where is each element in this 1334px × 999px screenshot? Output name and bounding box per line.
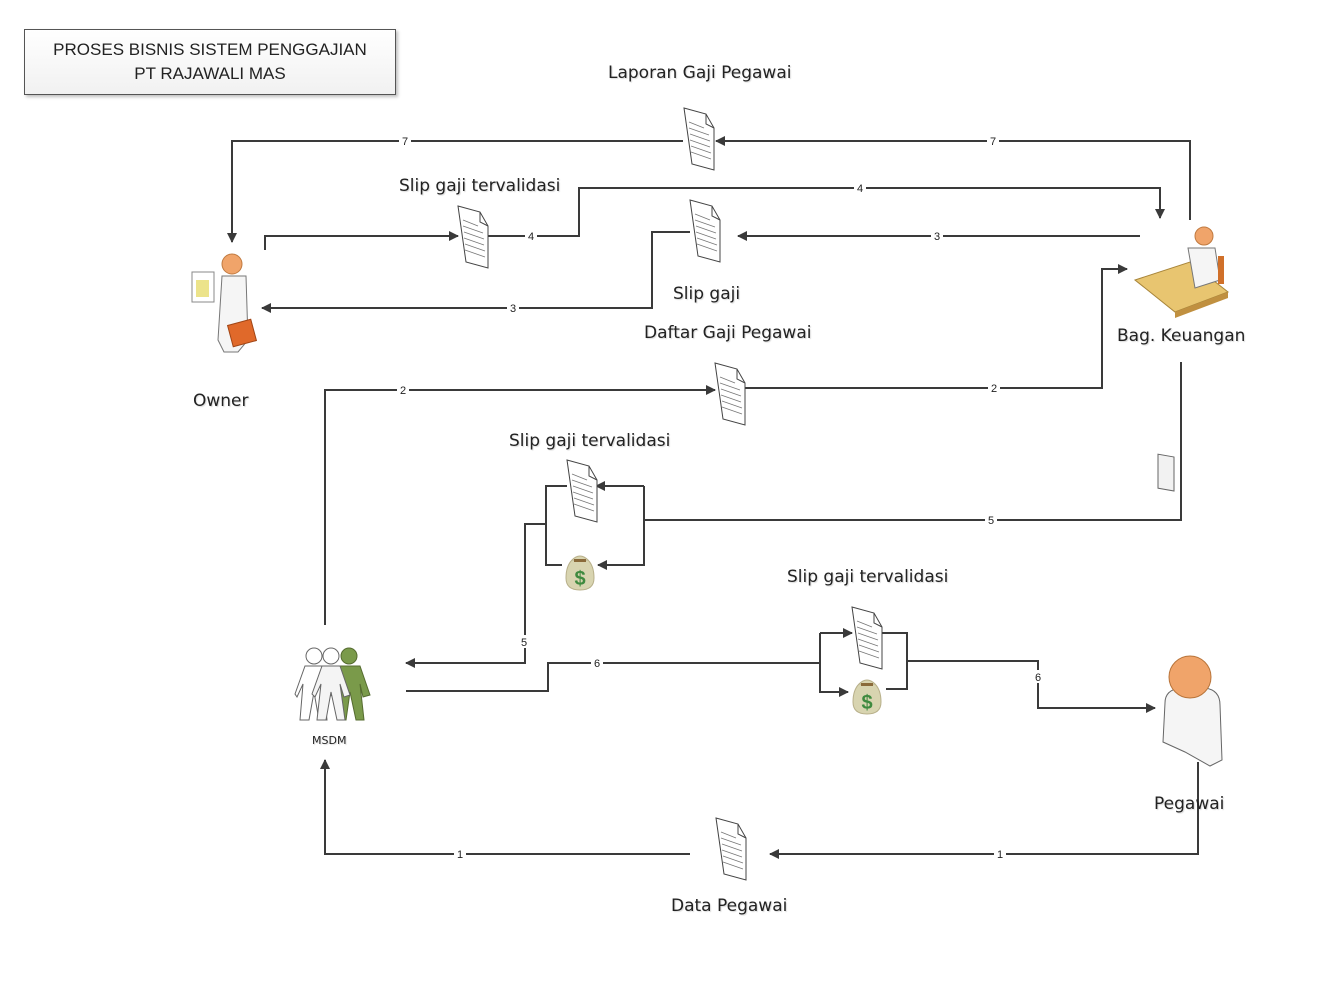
document-icon-data-pegawai [715, 817, 747, 881]
step-label-1b: 1 [997, 849, 1003, 861]
label-daftar-gaji: Daftar Gaji Pegawai [644, 323, 812, 343]
step-label-6b: 6 [1035, 672, 1041, 684]
document-icon-slip-valid-top [457, 205, 489, 269]
flow-4-line-b [487, 187, 1165, 237]
title-line-2: PT RAJAWALI MAS [134, 64, 286, 83]
label-pegawai: Pegawai [1154, 794, 1225, 814]
step-label-2b: 2 [991, 383, 997, 395]
document-icon-slip-valid-mid [566, 459, 598, 523]
label-owner: Owner [193, 391, 249, 411]
flow-5-line-e [405, 523, 546, 668]
keuangan-actor-icon [1133, 226, 1230, 492]
step-label-2a: 2 [400, 385, 406, 397]
step-label-4b: 4 [528, 231, 534, 243]
step-label-4a: 4 [857, 183, 863, 195]
flow-2-line-a [324, 385, 716, 625]
step-label-6a: 6 [594, 658, 600, 670]
flow-1-line-b [320, 759, 690, 855]
label-slip-valid-bottom: Slip gaji tervalidasi [787, 567, 949, 587]
flow-5-line-b [597, 486, 645, 570]
flow-6-line-a [406, 662, 820, 692]
label-slip-valid-top: Slip gaji tervalidasi [399, 176, 561, 196]
money-bag-icon-mid [565, 555, 595, 591]
flow-6-line-e [907, 660, 1156, 713]
flow-3-line-b [261, 231, 690, 313]
flow-7-line-a [715, 136, 1191, 220]
step-label-3b: 3 [510, 303, 516, 315]
label-data-pegawai: Data Pegawai [671, 896, 788, 916]
step-label-7b: 7 [990, 136, 996, 148]
title-line-1: PROSES BISNIS SISTEM PENGGAJIAN [53, 40, 367, 59]
step-label-5b: 5 [521, 637, 527, 649]
diagram-title: PROSES BISNIS SISTEM PENGGAJIAN PT RAJAW… [24, 29, 396, 95]
flow-5-line-d [545, 485, 567, 566]
step-label-1a: 1 [457, 849, 463, 861]
flow-6-line-d [880, 632, 908, 690]
document-icon-laporan [683, 107, 715, 171]
flow-5-line-a [644, 362, 1182, 521]
money-bag-icon-bottom [852, 679, 882, 715]
step-label-5a: 5 [988, 515, 994, 527]
step-label-3a: 3 [934, 231, 940, 243]
flow-6-line-b [819, 633, 849, 697]
document-icon-slip-gaji [689, 199, 721, 263]
flow-4-line-a [264, 231, 459, 250]
msdm-group-icon [294, 647, 371, 721]
document-icon-slip-valid-bottom [851, 606, 883, 670]
pegawai-actor-icon [1162, 655, 1223, 767]
flow-7-line-b [227, 140, 683, 243]
owner-actor-icon [191, 253, 258, 353]
label-slip-gaji: Slip gaji [673, 284, 741, 304]
label-keuangan: Bag. Keuangan [1117, 326, 1246, 346]
flow-1-line-a [769, 762, 1199, 859]
flow-2-line-b [742, 264, 1128, 389]
label-slip-valid-mid: Slip gaji tervalidasi [509, 431, 671, 451]
label-laporan-gaji: Laporan Gaji Pegawai [608, 63, 792, 83]
document-icon-daftar-gaji [714, 362, 746, 426]
step-label-7a: 7 [402, 136, 408, 148]
label-msdm: MSDM [312, 734, 347, 747]
